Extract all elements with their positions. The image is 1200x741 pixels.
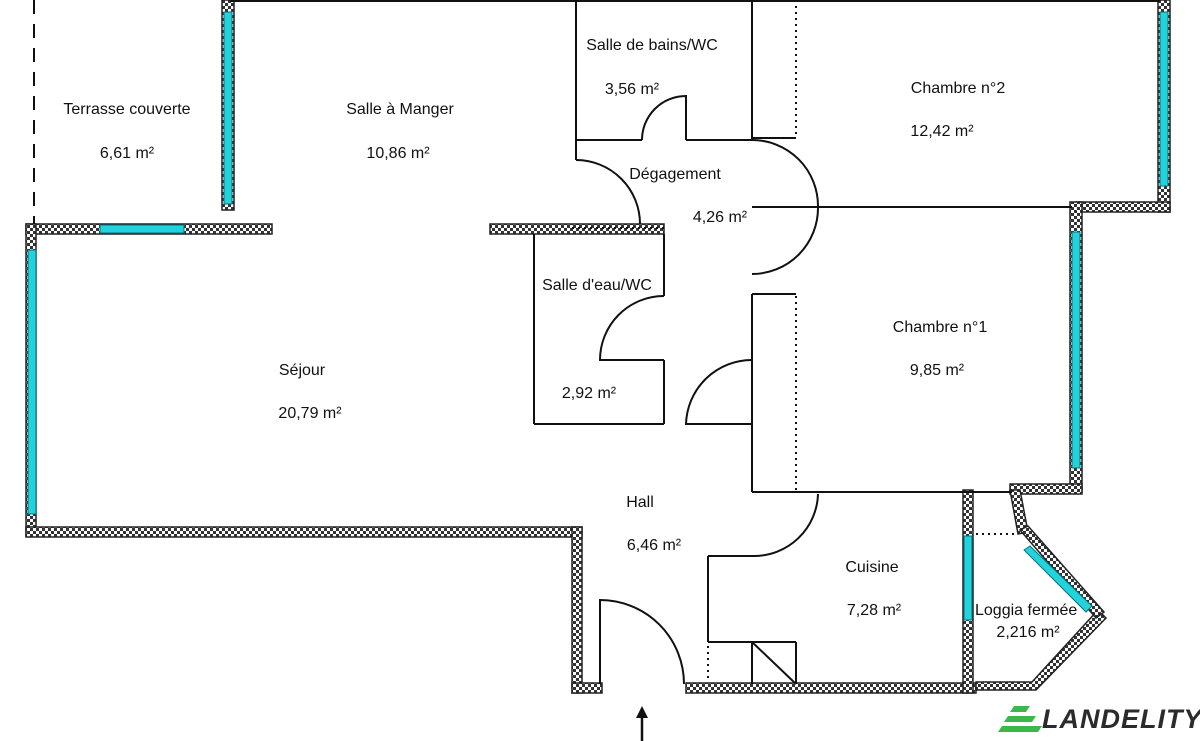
wall-loggia-slant-bottom bbox=[975, 608, 1108, 691]
room-salle-eau-area: 2,92 m² bbox=[562, 385, 617, 402]
room-degagement-name: Dégagement bbox=[629, 166, 721, 183]
room-labels: Terrasse couverte 6,61 m² Salle à Manger… bbox=[63, 37, 1077, 641]
entrance-arrow-icon bbox=[636, 706, 648, 741]
doors bbox=[575, 94, 819, 685]
window-sejour bbox=[27, 249, 37, 515]
room-cuisine-area: 7,28 m² bbox=[847, 602, 902, 619]
room-terrasse-area: 6,61 m² bbox=[100, 145, 155, 162]
wall-loggia-top bbox=[1009, 483, 1083, 495]
room-terrasse-name: Terrasse couverte bbox=[63, 101, 190, 118]
logo-mark-icon bbox=[998, 706, 1042, 732]
windows bbox=[27, 11, 1169, 621]
window-terrasse-sejour bbox=[99, 224, 185, 234]
wall-bottom bbox=[685, 682, 977, 694]
room-hall-name: Hall bbox=[626, 494, 654, 511]
room-salle-manger-area: 10,86 m² bbox=[366, 145, 430, 162]
room-salle-manger-name: Salle à Manger bbox=[346, 101, 454, 118]
room-hall-area: 6,46 m² bbox=[627, 537, 682, 554]
room-sdb-area: 3,56 m² bbox=[605, 81, 660, 98]
wall-entrance-left bbox=[571, 682, 603, 694]
room-chambre2-name: Chambre n°2 bbox=[911, 80, 1006, 97]
room-chambre1-area: 9,85 m² bbox=[910, 362, 965, 379]
wall-step bbox=[1075, 201, 1171, 213]
room-degagement-area: 4,26 m² bbox=[693, 209, 748, 226]
room-cuisine-name: Cuisine bbox=[845, 559, 898, 576]
window-chambre2 bbox=[1159, 11, 1169, 187]
room-sdb-name: Salle de bains/WC bbox=[586, 37, 718, 54]
logo-text: LANDELITY bbox=[1042, 704, 1200, 734]
wall-hall-left bbox=[571, 526, 583, 694]
window-cuisine bbox=[963, 535, 973, 621]
window-terrasse bbox=[223, 11, 233, 205]
walls bbox=[25, 0, 1171, 694]
landelity-logo: LANDELITY bbox=[998, 704, 1200, 734]
wall-salle-eau-top bbox=[489, 223, 665, 235]
room-salle-eau-name: Salle d'eau/WC bbox=[542, 277, 652, 294]
room-chambre2-area: 12,42 m² bbox=[910, 123, 974, 140]
partitions bbox=[230, 0, 1160, 685]
window-chambre1 bbox=[1071, 231, 1081, 469]
wall-sejour-bottom bbox=[25, 526, 583, 538]
window-loggia bbox=[1023, 545, 1093, 613]
room-loggia-area: 2,216 m² bbox=[996, 624, 1060, 641]
dotted-lines bbox=[33, 0, 1016, 682]
room-chambre1-name: Chambre n°1 bbox=[893, 319, 988, 336]
room-sejour-name: Séjour bbox=[279, 362, 326, 379]
room-sejour-area: 20,79 m² bbox=[278, 405, 342, 422]
room-loggia-name: Loggia fermée bbox=[975, 602, 1077, 619]
